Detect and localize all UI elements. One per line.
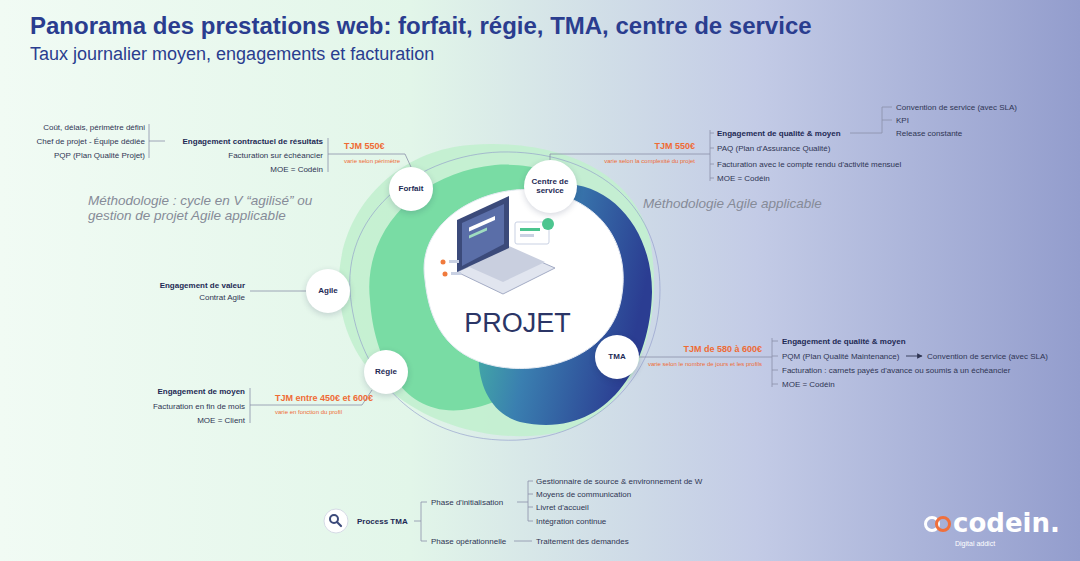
brand-logo: codein. [953,508,1060,538]
note-text: Livret d'accueil [536,503,589,512]
node-label: TMA [608,352,625,361]
rate-note: varie selon la complexité du projet [604,158,695,164]
note-text: MOE = Codéin [782,380,835,389]
node-label: Agile [318,286,338,295]
note-text: Facturation avec le compte rendu d'activ… [717,160,901,169]
service-circle: TMA [595,335,639,379]
note-text: Coût, délais, périmètre défini [43,123,145,132]
note-text: MOE = Client [197,416,245,425]
subtitle: Taux journalier moyen, engagements et fa… [30,44,434,65]
rate-note: varie selon périmètre [344,158,400,164]
service-circle: Centre de service [524,160,577,213]
note-text: Facturation : carnets payés d'avance ou … [782,366,1010,375]
engagement-text: Engagement contractuel de résultats [183,137,323,146]
engagement-text: Engagement de qualité & moyen [782,337,906,346]
service-circle: Régie [364,350,408,394]
node-label: Régie [375,367,397,376]
node-label: PROJET [405,308,630,339]
rate-note: varie selon le nombre de jours et les pr… [648,361,762,367]
magnifier-icon [324,509,348,533]
note-text: Facturation sur échéancier [228,151,323,160]
note-text: Phase d'initialisation [431,498,503,507]
note-text: Phase opérationnelle [431,537,506,546]
note-text: Intégration continue [536,517,606,526]
rate-note: varie en fonction du profil [275,409,342,415]
note-text: MOE = Codéin [270,165,323,174]
page-title: Panorama des prestations web: forfait, r… [30,12,812,40]
brand-tagline: Digital addict [955,540,995,547]
engagement-text: Process TMA [357,517,408,526]
engagement-text: Engagement de valeur [160,281,245,290]
note-text: Gestionnaire de source & environnement d… [536,477,702,486]
note-text: PQP (Plan Qualité Projet) [54,151,145,160]
note-text: Chef de projet - Équipe dédiée [36,137,145,146]
service-circle: Agile [306,269,350,313]
note-text: Moyens de communication [536,490,631,499]
note-text: Facturation en fin de mois [153,402,245,411]
tjm-rate: TJM 550€ [344,141,385,151]
note-text: KPI [896,116,909,125]
note-text: MOE = Codéin [717,174,770,183]
pqm-arrow [906,356,922,357]
node-label: Centre de service [530,177,570,195]
note-text: PQM (Plan Qualité Maintenance) [782,352,899,361]
laptop-illustration [441,196,556,294]
tjm-rate: TJM 550€ [654,141,695,151]
note-text: Convention de service (avec SLA) [927,352,1048,361]
blob-outline [405,180,630,375]
logo-icon [926,518,950,531]
note-text: Traitement des demandes [536,537,629,546]
methodology-note: Méthodologie Agile applicable [643,196,822,211]
project-blob: PROJET [405,180,630,375]
engagement-text: Engagement de moyen [157,387,245,396]
methodology-note: Méthodologie : cycle en V “agilisé” ou g… [88,193,350,223]
engagement-text: Engagement de qualité & moyen [717,129,841,138]
central-blobs [339,144,660,440]
note-text: Contrat Agile [199,293,245,302]
note-text: Convention de service (avec SLA) [896,103,1017,112]
service-circle: Forfait [389,167,433,211]
leader-lines [149,107,892,541]
tjm-rate: TJM de 580 à 600€ [683,344,762,354]
tjm-rate: TJM entre 450€ et 600€ [275,393,373,403]
note-text: PAQ (Plan d'Assurance Qualité) [717,144,830,153]
note-text: Release constante [896,129,962,138]
node-label: Forfait [399,184,424,193]
